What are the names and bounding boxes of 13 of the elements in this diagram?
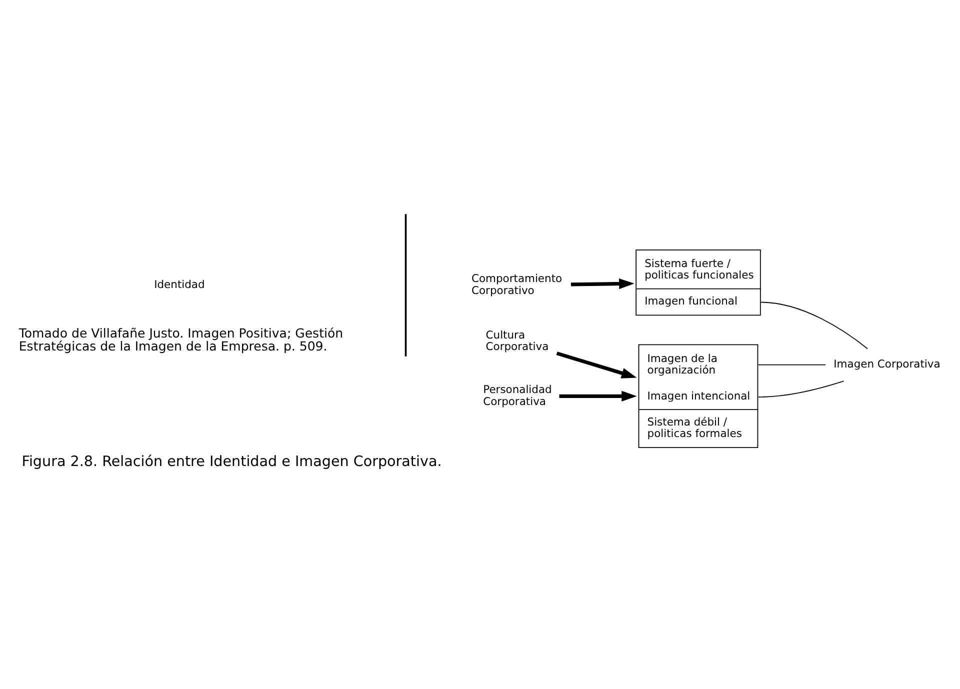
- label: Identidad: [154, 278, 205, 292]
- connector: [758, 364, 826, 366]
- connector: [760, 302, 868, 350]
- caption: Figura 2.8. Relación entre Identidad e Imagen Corporativa.: [22, 454, 442, 470]
- node-text: Comportamiento Corporativo: [472, 272, 562, 297]
- arrow: [556, 352, 637, 378]
- label: Tomado de Villafañe Justo. Imagen Positiva; Gestión Estratégicas de la Imagen de la Empresa. p. 509.: [18, 325, 344, 354]
- connector: [758, 380, 844, 398]
- node-text: Personalidad Corporativa: [483, 383, 552, 408]
- arrow: [559, 390, 637, 402]
- node-text: Cultura Corporativa: [486, 328, 549, 354]
- node-text: Imagen Corporativa: [834, 358, 940, 371]
- arrow: [570, 278, 634, 290]
